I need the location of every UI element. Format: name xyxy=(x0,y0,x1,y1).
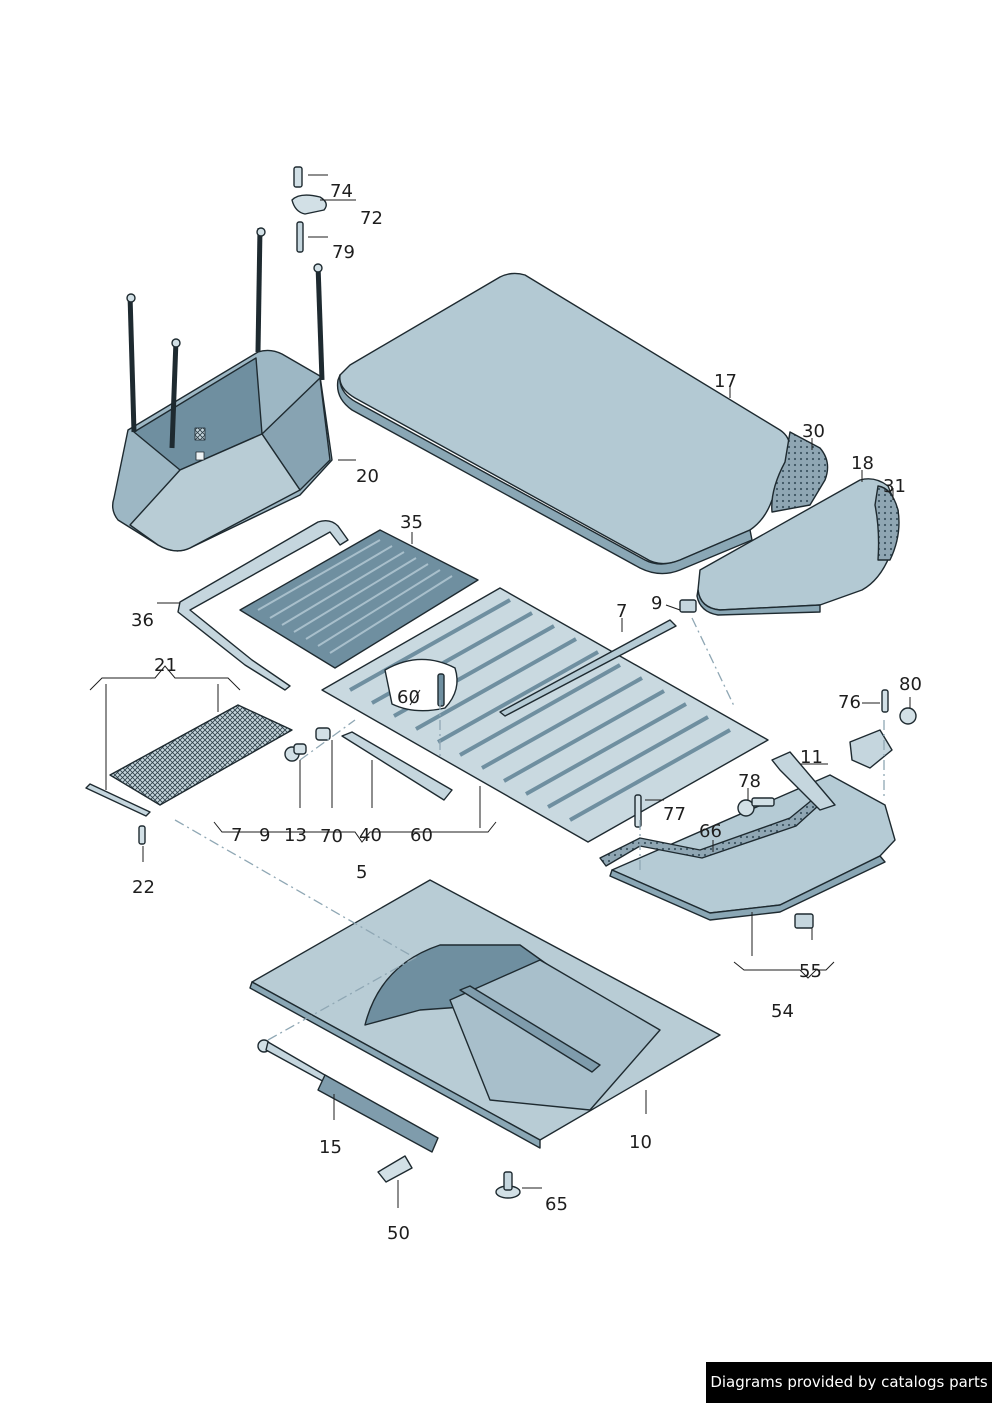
credit-banner: Diagrams provided by catalogs parts xyxy=(706,1362,992,1403)
cover-plate-part-54 xyxy=(609,774,896,921)
part-number-20: 20 xyxy=(356,466,379,487)
part-number-78: 78 xyxy=(738,771,761,792)
part-number-60-top: 60 xyxy=(397,687,420,708)
part-number-18: 18 xyxy=(851,453,874,474)
part-number-66: 66 xyxy=(699,821,722,842)
floor-tray-part-10 xyxy=(249,879,721,1149)
part-number-11: 11 xyxy=(800,747,823,768)
floor-panel-part-35 xyxy=(239,529,479,669)
part-number-54: 54 xyxy=(771,1001,794,1022)
rail-part-40 xyxy=(341,731,453,801)
part-number-70: 70 xyxy=(320,826,343,847)
part-number-72: 72 xyxy=(360,208,383,229)
part-number-76: 76 xyxy=(838,692,861,713)
part-number-77: 77 xyxy=(663,804,686,825)
seat-cushion-part-17 xyxy=(336,272,829,575)
part-number-9-sub: 9 xyxy=(259,825,271,846)
part-number-35: 35 xyxy=(400,512,423,533)
storage-bag-part-20 xyxy=(111,227,333,552)
small-parts-13-70-22 xyxy=(138,727,331,845)
part-number-7-sub: 7 xyxy=(231,825,243,846)
part-number-17: 17 xyxy=(714,371,737,392)
fastener-group-74-72-79 xyxy=(291,166,327,253)
hinge-and-fasteners xyxy=(634,599,917,929)
part-number-50: 50 xyxy=(387,1223,410,1244)
part-number-65: 65 xyxy=(545,1194,568,1215)
part-number-30: 30 xyxy=(802,421,825,442)
part-number-74: 74 xyxy=(330,181,353,202)
part-number-7: 7 xyxy=(616,601,628,622)
assembly-lines xyxy=(174,617,885,1041)
frame-part-11 xyxy=(771,751,836,811)
part-number-13: 13 xyxy=(284,825,307,846)
cargo-net-part-21 xyxy=(85,704,293,817)
part-number-15: 15 xyxy=(319,1137,342,1158)
seat-cushion-part-18 xyxy=(696,478,900,616)
part-number-5: 5 xyxy=(356,862,368,883)
part-number-9: 9 xyxy=(651,593,663,614)
leader-lines xyxy=(89,174,911,1208)
frame-part-36 xyxy=(177,519,349,691)
part-number-80: 80 xyxy=(899,674,922,695)
part-number-60-sub: 60 xyxy=(410,825,433,846)
gas-strut-part-15 xyxy=(257,1039,439,1153)
part-number-22: 22 xyxy=(132,877,155,898)
part-number-21: 21 xyxy=(154,655,177,676)
part-number-10: 10 xyxy=(629,1132,652,1153)
part-number-36: 36 xyxy=(131,610,154,631)
slatted-floor-part-5 xyxy=(321,587,769,843)
part-number-40: 40 xyxy=(359,825,382,846)
part-number-79: 79 xyxy=(332,242,355,263)
fasteners-50-65 xyxy=(377,1155,521,1199)
part-number-31: 31 xyxy=(883,476,906,497)
part-number-55: 55 xyxy=(799,961,822,982)
